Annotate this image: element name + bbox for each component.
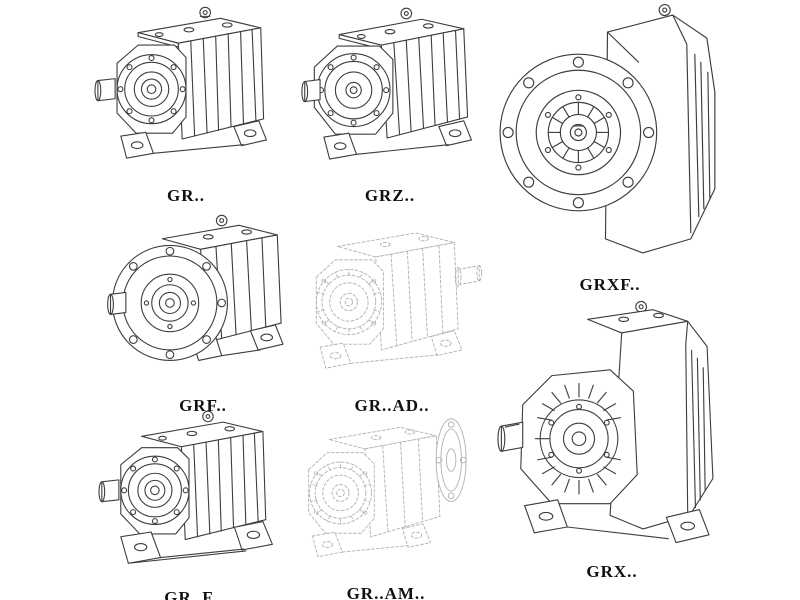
product-label-grx: GRX..: [586, 562, 638, 581]
product-label-gr-f: GR..F: [164, 588, 214, 600]
gearbox-drawing-grxf: [499, 3, 716, 254]
gearbox-drawing-gr: [94, 6, 268, 159]
gearbox-drawing-grz: [301, 7, 472, 160]
product-label-gr-am: GR..AM..: [346, 584, 426, 600]
product-label-gr: GR..: [167, 186, 205, 205]
gearbox-drawing-grf: [107, 214, 284, 362]
product-gr: GR..: [88, 2, 284, 206]
product-grxf: GRXF..: [492, 0, 728, 295]
gearbox-drawing-grx: [497, 300, 714, 544]
gearbox-drawing-gr-am: [308, 418, 467, 558]
product-grx: GRX..: [492, 298, 732, 582]
gearbox-drawing-gr-ad: [315, 232, 483, 369]
product-label-grz: GRZ..: [364, 186, 416, 205]
product-label-grf: GRF..: [179, 396, 227, 415]
gearbox-drawing-gr-f: [98, 410, 273, 564]
product-gr-f: GR..F: [90, 406, 288, 600]
product-label-grxf: GRXF..: [579, 275, 641, 294]
product-grf: GRF..: [100, 210, 306, 416]
product-grz: GRZ..: [296, 2, 484, 206]
product-label-gr-ad: GR..AD..: [354, 396, 430, 415]
product-gr-ad: GR..AD..: [288, 210, 496, 416]
product-gr-am: GR..AM..: [285, 402, 487, 600]
